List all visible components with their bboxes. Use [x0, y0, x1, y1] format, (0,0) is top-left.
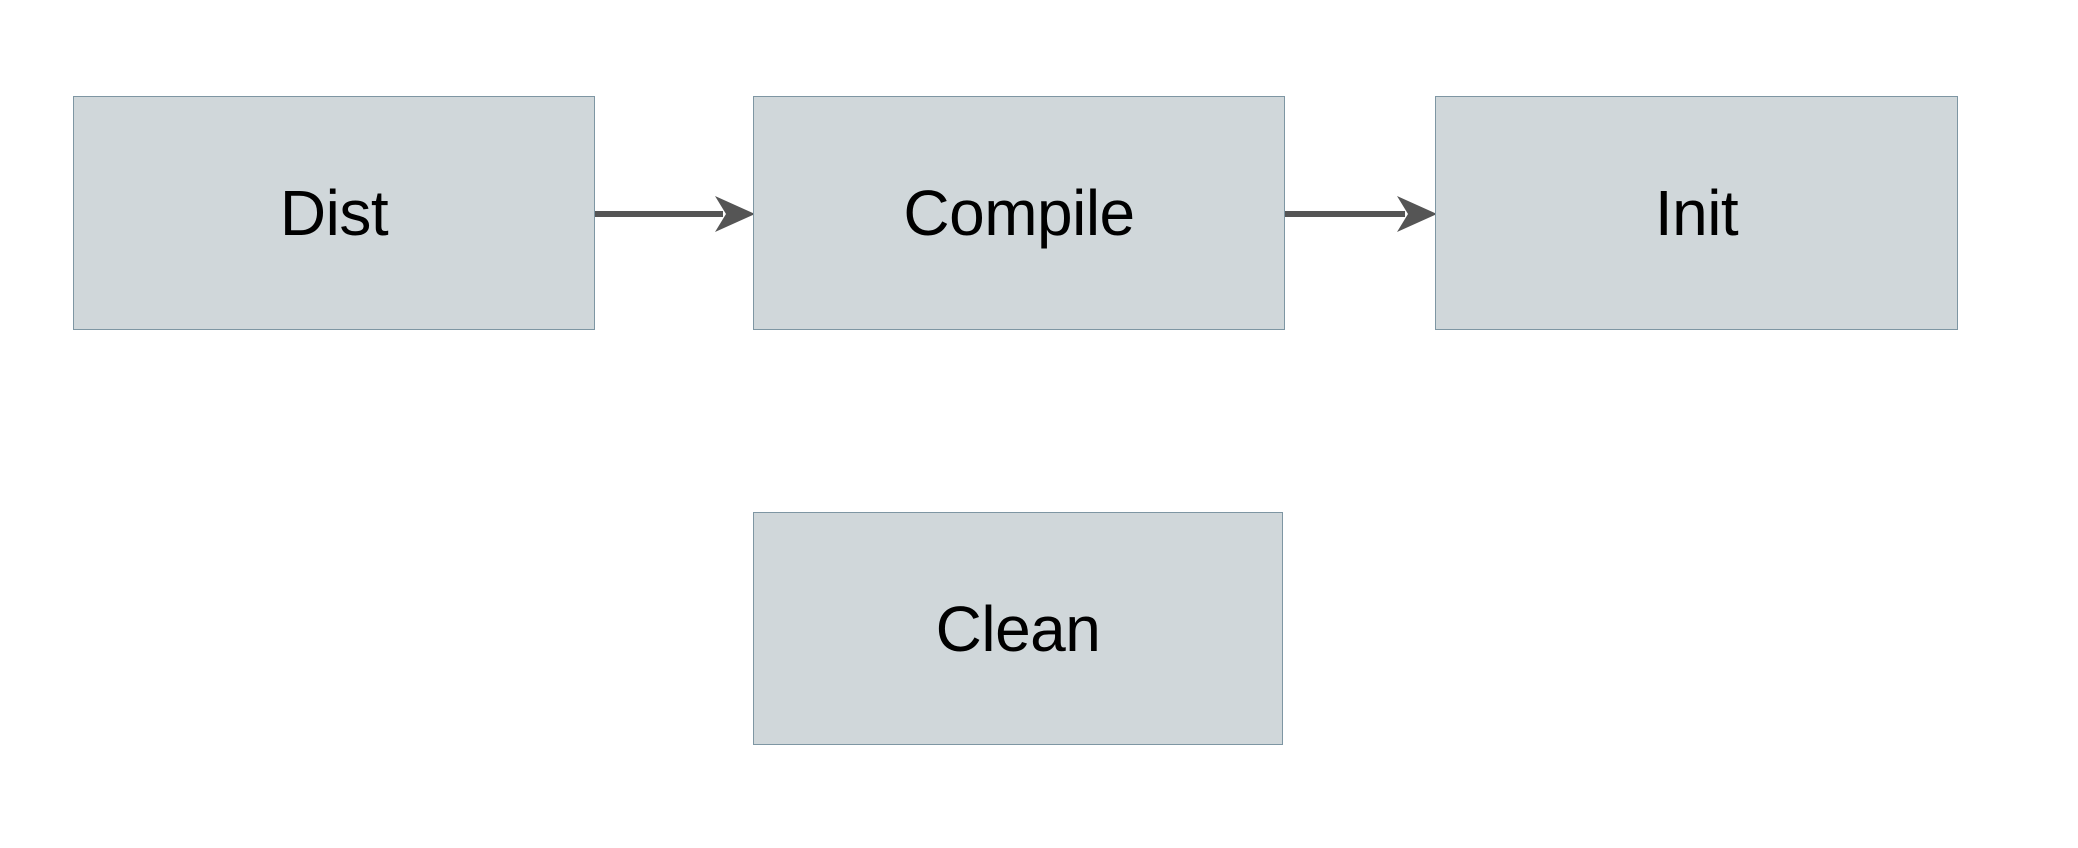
node-dist-label: Dist	[279, 177, 389, 249]
edge-compile-to-init[interactable]	[1285, 193, 1437, 235]
node-init[interactable]: Init	[1435, 96, 1958, 330]
node-dist[interactable]: Dist	[73, 96, 595, 330]
node-init-label: Init	[1654, 177, 1739, 249]
node-clean[interactable]: Clean	[753, 512, 1283, 745]
node-compile[interactable]: Compile	[753, 96, 1285, 330]
node-compile-label: Compile	[903, 177, 1135, 249]
edge-dist-to-compile[interactable]	[595, 193, 755, 235]
node-clean-label: Clean	[935, 592, 1101, 665]
